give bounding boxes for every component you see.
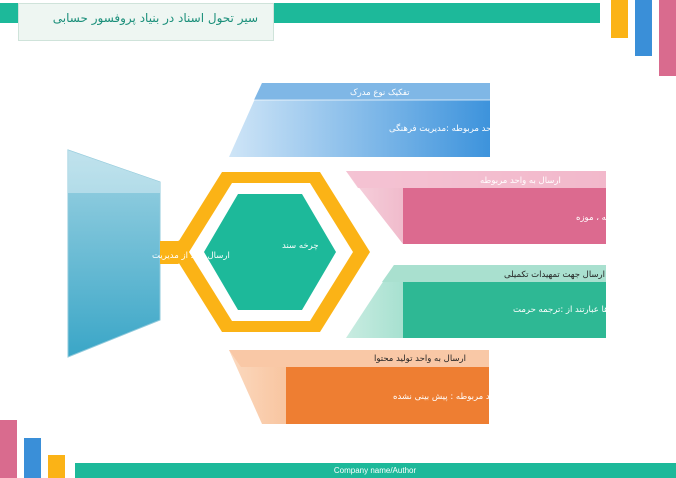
left-block — [67, 149, 161, 358]
card-blue-title: تفکیک نوع مدرک — [350, 88, 410, 98]
left-block-label: ارسال سند از مدیریت — [152, 251, 230, 261]
center-hexagon-label: چرخه سند — [282, 241, 319, 251]
card-blue-body: واحد مربوطه :مدیریت فرهنگی — [389, 123, 498, 134]
center-hexagon — [204, 194, 336, 310]
card-pink-title: ارسال به واحد مربوطه — [480, 176, 561, 186]
title-box — [18, 3, 274, 41]
card-green-title: ارسال جهت تمهیدات تکمیلی — [504, 270, 605, 280]
card-blue — [229, 83, 490, 157]
deco-bar-yellow-bottom — [48, 455, 65, 478]
deco-bar-blue-bottom — [24, 438, 41, 478]
card-orange-body: واحد مربوطه : پیش بینی نشده — [393, 392, 502, 402]
deco-bar-pink-bottom — [0, 420, 17, 478]
card-pink — [346, 171, 606, 244]
card-orange — [229, 350, 489, 424]
footer-text: Company name/Author — [333, 466, 417, 475]
card-pink-body: واحدها عبارتند از : کتابخانه ، آتلیه ، م… — [576, 211, 676, 223]
page-title: سیر تحول اسناد در بنیاد پروفسور حسابی — [52, 11, 258, 25]
deco-bar-pink — [659, 0, 676, 76]
deco-bar-blue — [635, 0, 652, 56]
deco-bar-yellow — [611, 0, 628, 38]
footer-bar — [75, 463, 676, 478]
card-green — [346, 265, 606, 338]
card-orange-title: ارسال به واحد تولید محتوا — [374, 354, 466, 364]
card-green-body: واحدها عبارتند از :ترجمه حرمت — [513, 305, 625, 315]
